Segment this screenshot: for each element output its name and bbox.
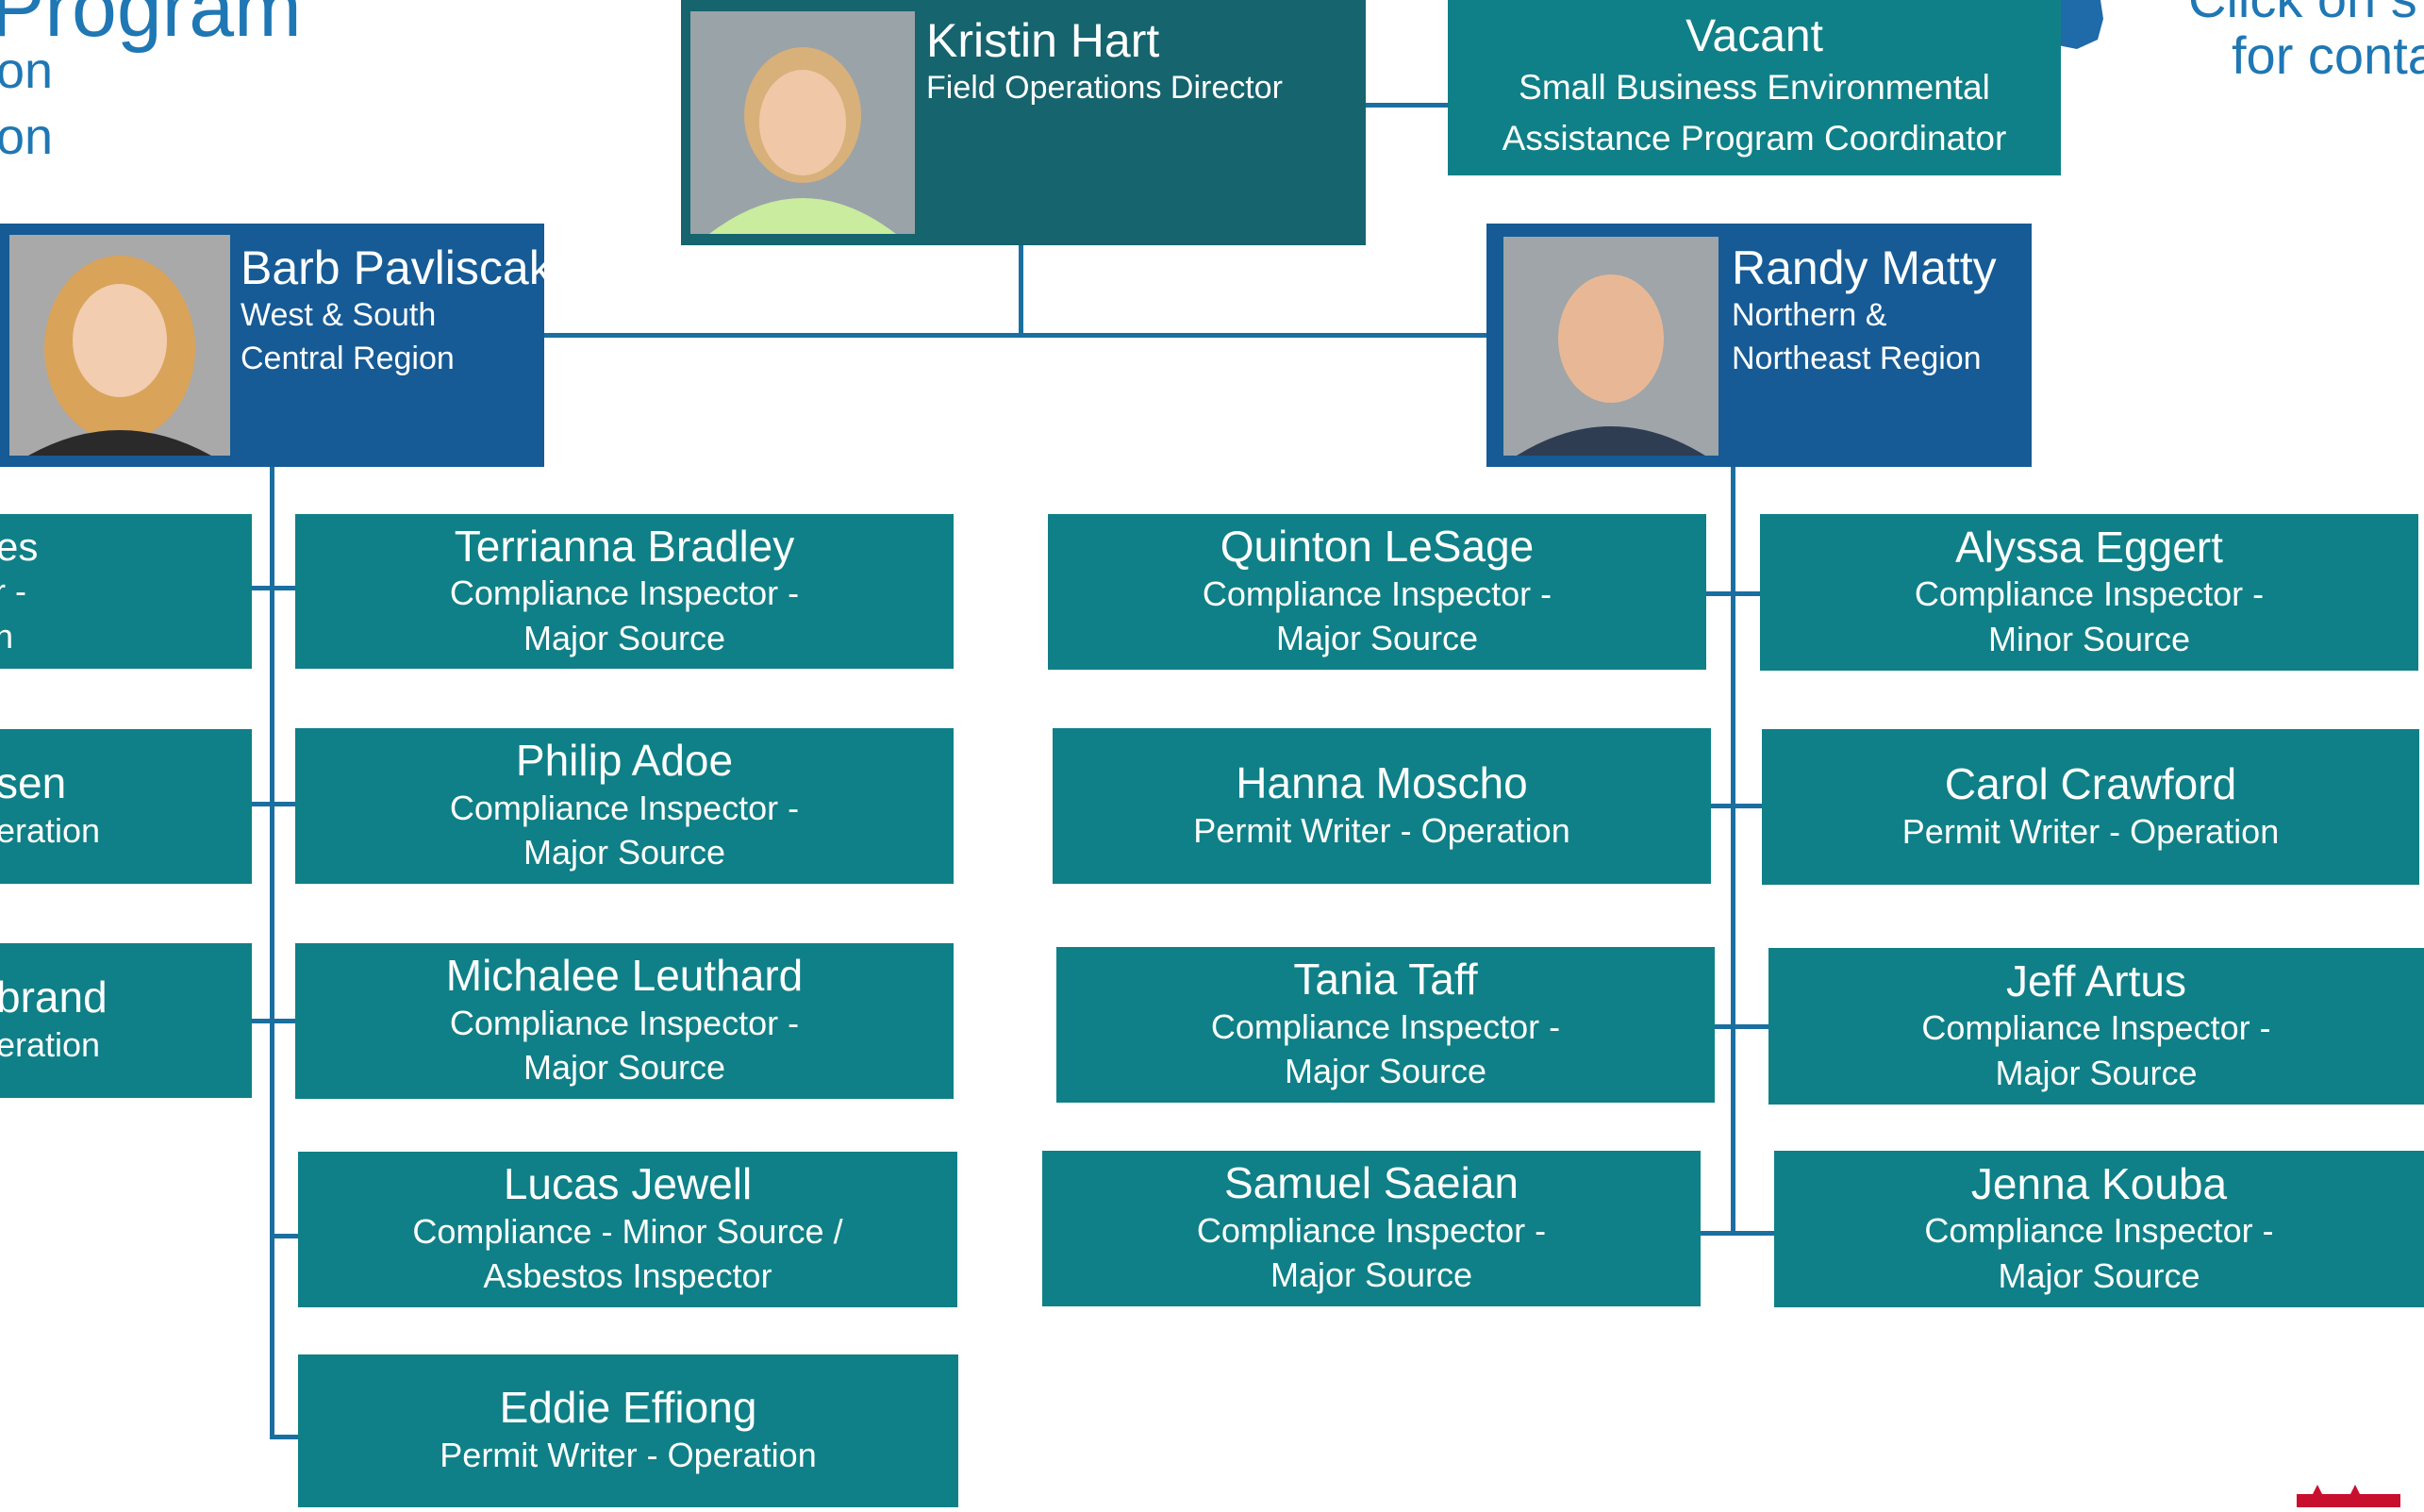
staff-card-col4-3[interactable]: Jeff Artus Compliance Inspector - Major …: [1768, 948, 2424, 1105]
connector-director-to-vacant: [1363, 103, 1448, 108]
staff-name: Tania Taff: [1293, 955, 1478, 1005]
director-name: Kristin Hart: [926, 14, 1160, 67]
staff-role-line-1: Permit Writer - Operation: [1901, 811, 2280, 851]
staff-role-line-1: Compliance Inspector -: [1914, 574, 2265, 614]
leader-card-west-south-central[interactable]: Barb Pavliscak West & South Central Regi…: [0, 224, 553, 467]
connector-left-branch-4: [270, 1234, 298, 1238]
staff-role-cut-1-line-1: r -: [0, 572, 26, 610]
staff-name: Samuel Saeian: [1224, 1158, 1519, 1208]
staff-role-line-1: Compliance - Minor Source /: [412, 1211, 843, 1251]
leader-photo-west: [9, 235, 230, 456]
staff-name: Jenna Kouba: [1970, 1158, 2228, 1208]
staff-role-line-1: Compliance Inspector -: [449, 573, 800, 613]
leader-role-west-line-1: West & South: [241, 297, 437, 333]
staff-role-line-1: Compliance Inspector -: [449, 788, 800, 827]
connector-right-branch-4: [1701, 1231, 1776, 1236]
staff-role-line-2: Major Source: [1995, 1053, 2198, 1092]
staff-role-line-1: Compliance Inspector -: [1921, 1008, 2271, 1048]
connector-left-branch-1: [250, 586, 295, 590]
staff-role-line-2: Asbestos Inspector: [483, 1256, 772, 1296]
instruction-line-2: for conta: [2232, 25, 2424, 85]
leader-name-west: Barb Pavliscak: [241, 241, 553, 294]
connector-right-branch-1: [1705, 591, 1762, 596]
connector-leaders-horizontal: [544, 333, 1487, 338]
staff-role-line-2: Major Source: [1270, 1255, 1473, 1295]
staff-card-cut-1[interactable]: es r - n: [0, 514, 252, 669]
vacant-role-line-2: Assistance Program Coordinator: [1502, 118, 2007, 158]
staff-name-cut-2: sen: [0, 758, 67, 808]
staff-card-col3-4[interactable]: Samuel Saeian Compliance Inspector - Maj…: [1042, 1151, 1701, 1306]
dnr-logo-icon: [2297, 1483, 2400, 1507]
page-title: Program: [0, 0, 302, 54]
subtitle-line-1: on: [0, 42, 54, 99]
staff-card-col2-4[interactable]: Lucas Jewell Compliance - Minor Source /…: [298, 1152, 957, 1307]
vacant-name: Vacant: [1685, 11, 1823, 62]
connector-left-branch-2: [250, 802, 295, 806]
staff-role-cut-3: eration: [0, 1025, 101, 1064]
staff-card-col4-2[interactable]: Carol Crawford Permit Writer - Operation: [1762, 729, 2419, 885]
staff-card-col2-2[interactable]: Philip Adoe Compliance Inspector - Major…: [295, 728, 954, 884]
staff-role-line-1: Compliance Inspector -: [1196, 1210, 1547, 1250]
staff-name: Carol Crawford: [1944, 758, 2237, 808]
staff-role-line-1: Compliance Inspector -: [1924, 1211, 2274, 1251]
staff-role-line-1: Permit Writer - Operation: [1193, 810, 1570, 850]
staff-name-cut-3: brand: [0, 972, 108, 1022]
director-role: Field Operations Director: [926, 70, 1283, 106]
leader-card-northern-northeast[interactable]: Randy Matty Northern & Northeast Region: [1486, 224, 2032, 467]
staff-role-line-2: Major Source: [523, 1048, 726, 1088]
leader-role-west-line-2: Central Region: [241, 340, 455, 376]
staff-role-cut-1-line-2: n: [0, 616, 14, 656]
subtitle-line-2: on: [0, 108, 54, 165]
staff-card-col4-4[interactable]: Jenna Kouba Compliance Inspector - Major…: [1774, 1151, 2424, 1307]
staff-name: Alyssa Eggert: [1955, 522, 2223, 572]
staff-card-col2-3[interactable]: Michalee Leuthard Compliance Inspector -…: [295, 943, 954, 1099]
instruction-line-1: Click on s: [2188, 0, 2417, 29]
staff-card-col2-5[interactable]: Eddie Effiong Permit Writer - Operation: [298, 1354, 958, 1507]
staff-name: Lucas Jewell: [503, 1159, 753, 1209]
staff-card-col3-1[interactable]: Quinton LeSage Compliance Inspector - Ma…: [1048, 514, 1706, 670]
staff-name: Terrianna Bradley: [454, 521, 795, 571]
staff-name: Hanna Moscho: [1236, 757, 1528, 807]
staff-role-line-2: Major Source: [523, 618, 726, 657]
connector-right-branch-2: [1710, 804, 1762, 808]
connector-left-branch-3: [250, 1019, 295, 1023]
connector-left-branch-5: [270, 1435, 298, 1439]
leader-name-north: Randy Matty: [1732, 241, 1997, 294]
staff-name: Philip Adoe: [515, 736, 734, 786]
connector-right-branch-3: [1714, 1024, 1770, 1029]
staff-role-cut-2: eration: [0, 811, 101, 850]
leader-photo-north: [1503, 237, 1718, 456]
connector-left-trunk: [270, 462, 274, 1439]
staff-card-col3-3[interactable]: Tania Taff Compliance Inspector - Major …: [1056, 947, 1715, 1103]
staff-role-line-1: Permit Writer - Operation: [440, 1436, 817, 1474]
director-photo: [690, 11, 915, 234]
staff-name: Quinton LeSage: [1220, 522, 1535, 572]
staff-role-line-2: Major Source: [523, 833, 726, 872]
staff-role-line-2: Major Source: [1275, 619, 1479, 658]
director-card[interactable]: Kristin Hart Field Operations Director: [681, 0, 1366, 245]
staff-card-col3-2[interactable]: Hanna Moscho Permit Writer - Operation: [1053, 728, 1711, 884]
leader-role-north-line-2: Northeast Region: [1732, 340, 1982, 376]
staff-name: Jeff Artus: [2006, 955, 2186, 1005]
connector-director-down: [1019, 243, 1023, 338]
staff-role-line-1: Compliance Inspector -: [1210, 1006, 1561, 1046]
staff-role-line-1: Compliance Inspector -: [1202, 573, 1552, 613]
staff-name: Eddie Effiong: [499, 1383, 757, 1433]
staff-role-line-2: Major Source: [1998, 1255, 2200, 1295]
vacant-position-card[interactable]: Vacant Small Business Environmental Assi…: [1448, 0, 2061, 175]
connector-right-trunk: [1731, 462, 1735, 1236]
leader-role-north-line-1: Northern &: [1732, 297, 1887, 333]
staff-role-line-2: Major Source: [1284, 1052, 1487, 1091]
staff-role-line-1: Compliance Inspector -: [449, 1003, 800, 1042]
staff-card-cut-2[interactable]: sen eration: [0, 729, 252, 884]
staff-role-line-2: Minor Source: [1987, 619, 2191, 658]
vacant-role-line-1: Small Business Environmental: [1519, 68, 1990, 108]
staff-card-col2-1[interactable]: Terrianna Bradley Compliance Inspector -…: [295, 514, 954, 669]
staff-card-cut-3[interactable]: brand eration: [0, 943, 252, 1098]
staff-card-col4-1[interactable]: Alyssa Eggert Compliance Inspector - Min…: [1760, 514, 2418, 671]
staff-name-cut-1: es: [0, 523, 39, 569]
staff-name: Michalee Leuthard: [445, 951, 804, 1001]
